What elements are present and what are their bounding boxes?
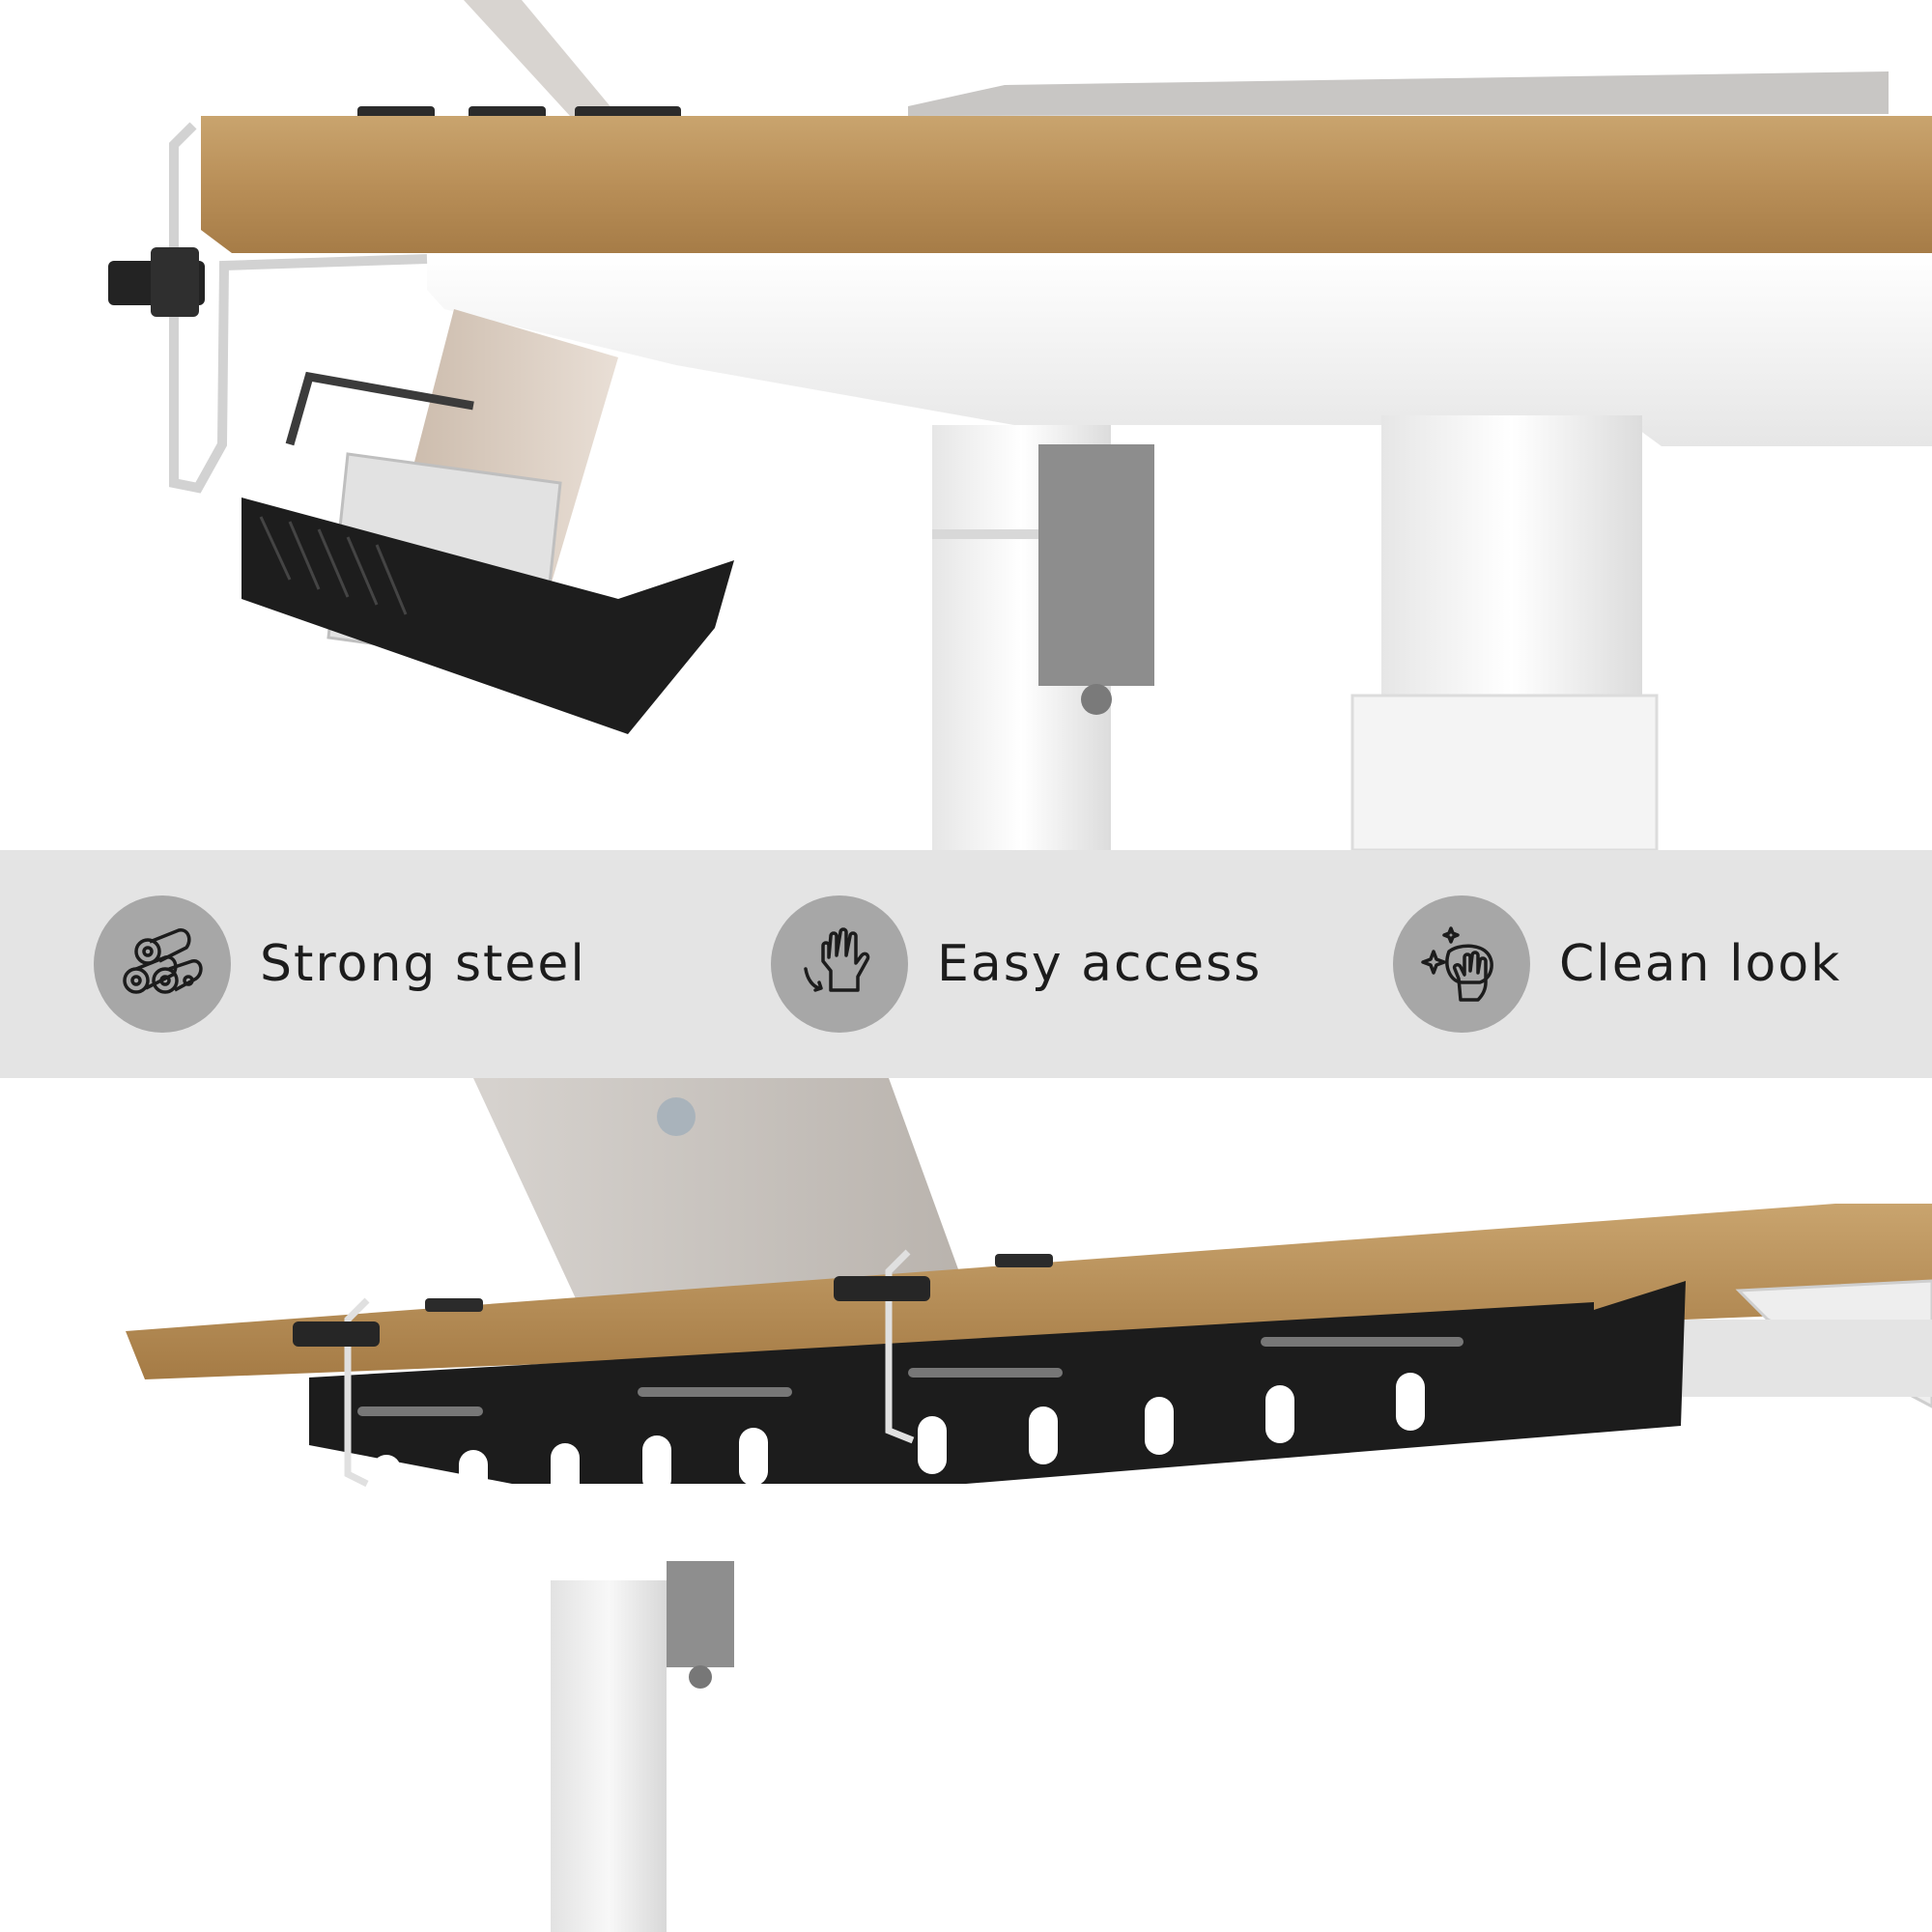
feature-strong-steel: Strong steel [94,895,586,1033]
desktop-wood [126,1204,1932,1379]
hand-wipe-sparkle-icon [1421,926,1493,1002]
desktop-wood [201,116,1932,253]
desk-frame-beam [427,253,1932,446]
mount-wire [344,1297,370,1488]
cable-tray [309,1281,1686,1484]
feature-badge [771,895,908,1033]
leg-bracket [667,1561,734,1667]
feature-badge [94,895,231,1033]
feature-label: Easy access [937,935,1263,993]
desk-side-view-illustration [108,0,1932,850]
feature-badge [1393,895,1530,1033]
hand-grab-icon [804,927,870,992]
desk-leg [551,1580,667,1932]
feature-easy-access: Easy access [771,895,1262,1033]
laptop-logo [657,1097,696,1136]
top-product-photo [0,0,1932,850]
cable-slots [372,1373,1425,1513]
laptop [908,71,1889,116]
feature-clean-look: Clean look [1393,895,1841,1033]
feature-label: Clean look [1559,935,1842,993]
mount-wire [885,1249,915,1444]
velcro-strap [293,1321,380,1347]
desk-underside-view-illustration [126,1078,1932,1932]
feature-label: Strong steel [260,935,586,993]
velcro-strap [834,1276,930,1301]
bottom-product-photo [0,1078,1932,1932]
feature-band: Strong steel Easy access [0,850,1932,1078]
leg-bracket [1038,444,1154,686]
cable-tray [242,497,734,734]
steel-rolls-icon [123,928,203,994]
mount-wire [169,122,428,494]
laptop-stand-arm [464,0,618,116]
